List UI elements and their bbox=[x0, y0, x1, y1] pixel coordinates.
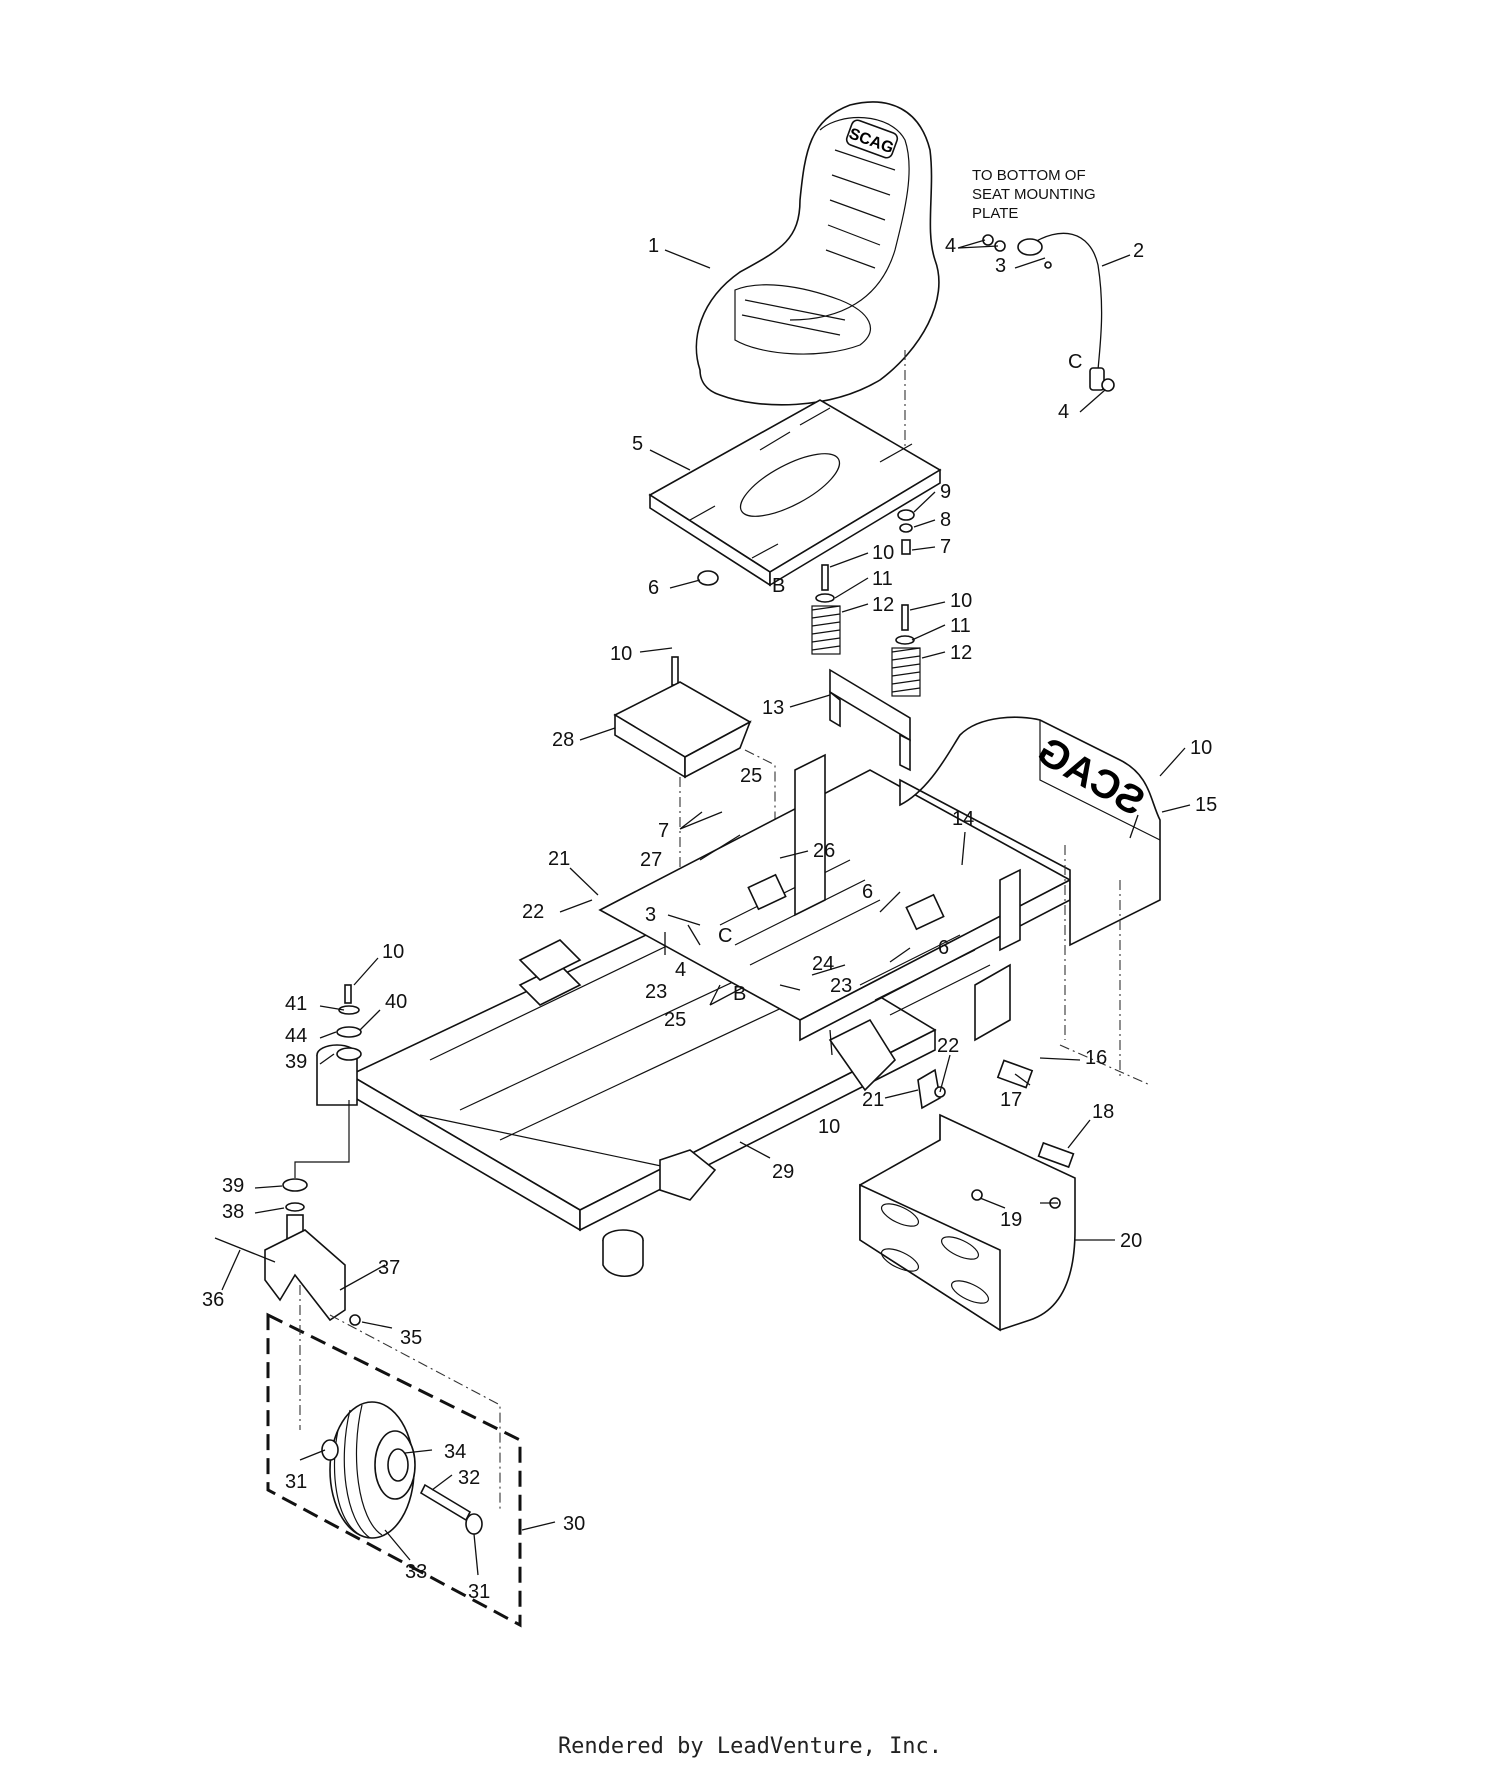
callout-3-top: 3 bbox=[995, 255, 1006, 277]
rear-shroud: SCAG bbox=[899, 716, 1161, 947]
callout-28: 28 bbox=[552, 729, 574, 751]
seat-mounting-plate bbox=[648, 399, 942, 587]
callout-9: 9 bbox=[940, 481, 951, 503]
callout-10-tray: 10 bbox=[610, 643, 632, 665]
callout-2: 2 bbox=[1133, 240, 1144, 262]
callout-4-center: 4 bbox=[675, 959, 686, 981]
callout-4-bottom: 4 bbox=[1058, 401, 1069, 423]
spring-right bbox=[891, 604, 921, 697]
callout-4-top: 4 bbox=[945, 235, 956, 257]
callout-30: 30 bbox=[563, 1513, 585, 1535]
callout-21-left: 21 bbox=[548, 848, 570, 870]
callout-44: 44 bbox=[285, 1025, 307, 1047]
leader-lines bbox=[221, 239, 1191, 1576]
callout-23-left: 23 bbox=[645, 981, 667, 1003]
plate-hardware bbox=[697, 509, 915, 586]
callout-10-left-spring: 10 bbox=[872, 542, 894, 564]
callout-31-right: 31 bbox=[468, 1581, 490, 1603]
callout-21-right: 21 bbox=[862, 1089, 884, 1111]
seat-switch-harness bbox=[982, 232, 1115, 392]
callout-16: 16 bbox=[1085, 1047, 1107, 1069]
callout-6-plate: 6 bbox=[648, 577, 659, 599]
callout-17: 17 bbox=[1000, 1089, 1022, 1111]
callout-7-plate: 7 bbox=[940, 536, 951, 558]
callouts: 1 2 3 4 4 5 6 7 8 9 10 11 12 10 11 12 10… bbox=[202, 235, 1217, 1603]
callout-25-bottom: 25 bbox=[664, 1009, 686, 1031]
callout-29: 29 bbox=[772, 1161, 794, 1183]
callout-1: 1 bbox=[648, 235, 659, 257]
callout-32: 32 bbox=[458, 1467, 480, 1489]
note-line-2: SEAT MOUNTING bbox=[972, 186, 1096, 203]
callout-24: 24 bbox=[812, 953, 834, 975]
callout-19: 19 bbox=[1000, 1209, 1022, 1231]
callout-36: 36 bbox=[202, 1289, 224, 1311]
rear-chassis bbox=[598, 753, 1072, 1042]
callout-6-right: 6 bbox=[938, 937, 949, 959]
callout-10-right-spring: 10 bbox=[950, 590, 972, 612]
seat: SCAG bbox=[695, 101, 940, 406]
frame-letter-c: C bbox=[718, 925, 732, 947]
callout-7-center: 7 bbox=[658, 820, 669, 842]
caster-yoke bbox=[214, 1214, 361, 1326]
plate-letter-b: B bbox=[772, 575, 785, 597]
callout-3-center: 3 bbox=[645, 904, 656, 926]
frame-letter-b: B bbox=[733, 983, 746, 1005]
callout-11-left: 11 bbox=[872, 568, 893, 590]
callout-38: 38 bbox=[222, 1201, 244, 1223]
callout-11-right: 11 bbox=[950, 615, 971, 637]
callout-27: 27 bbox=[640, 849, 662, 871]
callout-26: 26 bbox=[813, 840, 835, 862]
connector-letter-top: C bbox=[1068, 351, 1082, 373]
callout-10-shroud: 10 bbox=[1190, 737, 1212, 759]
callout-5: 5 bbox=[632, 433, 643, 455]
spring-left bbox=[811, 564, 841, 655]
callout-6-center: 6 bbox=[862, 881, 873, 903]
callout-22-right: 22 bbox=[937, 1035, 959, 1057]
callout-14: 14 bbox=[952, 808, 974, 830]
callout-13: 13 bbox=[762, 697, 784, 719]
callout-39-top: 39 bbox=[285, 1051, 307, 1073]
callout-31-left: 31 bbox=[285, 1471, 307, 1493]
callout-34: 34 bbox=[444, 1441, 466, 1463]
note-line-1: TO BOTTOM OF bbox=[972, 167, 1086, 184]
callout-22-left: 22 bbox=[522, 901, 544, 923]
callout-10-bottom: 10 bbox=[818, 1116, 840, 1138]
side-cover bbox=[859, 1113, 1076, 1332]
storage-tray bbox=[613, 656, 752, 779]
callout-41: 41 bbox=[285, 993, 307, 1015]
spring-bracket bbox=[829, 668, 911, 772]
callout-23-right: 23 bbox=[830, 975, 852, 997]
callout-20: 20 bbox=[1120, 1230, 1142, 1252]
caster-wheel-assembly bbox=[266, 1285, 522, 1628]
caster-hardware-stack bbox=[282, 984, 362, 1212]
note-line-3: PLATE bbox=[972, 205, 1018, 222]
render-credit: Rendered by LeadVenture, Inc. bbox=[557, 1734, 943, 1759]
callout-10-caster: 10 bbox=[382, 941, 404, 963]
callout-8: 8 bbox=[940, 509, 951, 531]
callout-25-top: 25 bbox=[740, 765, 762, 787]
callout-37: 37 bbox=[378, 1257, 400, 1279]
callout-33: 33 bbox=[405, 1561, 427, 1583]
callout-12-right: 12 bbox=[950, 642, 972, 664]
callout-40: 40 bbox=[385, 991, 407, 1013]
seat-plate-note: TO BOTTOM OF SEAT MOUNTING PLATE bbox=[972, 167, 1096, 222]
callout-12-left: 12 bbox=[872, 594, 894, 616]
callout-39-bottom: 39 bbox=[222, 1175, 244, 1197]
callout-18: 18 bbox=[1092, 1101, 1114, 1123]
callout-15: 15 bbox=[1195, 794, 1217, 816]
callout-35: 35 bbox=[400, 1327, 422, 1349]
